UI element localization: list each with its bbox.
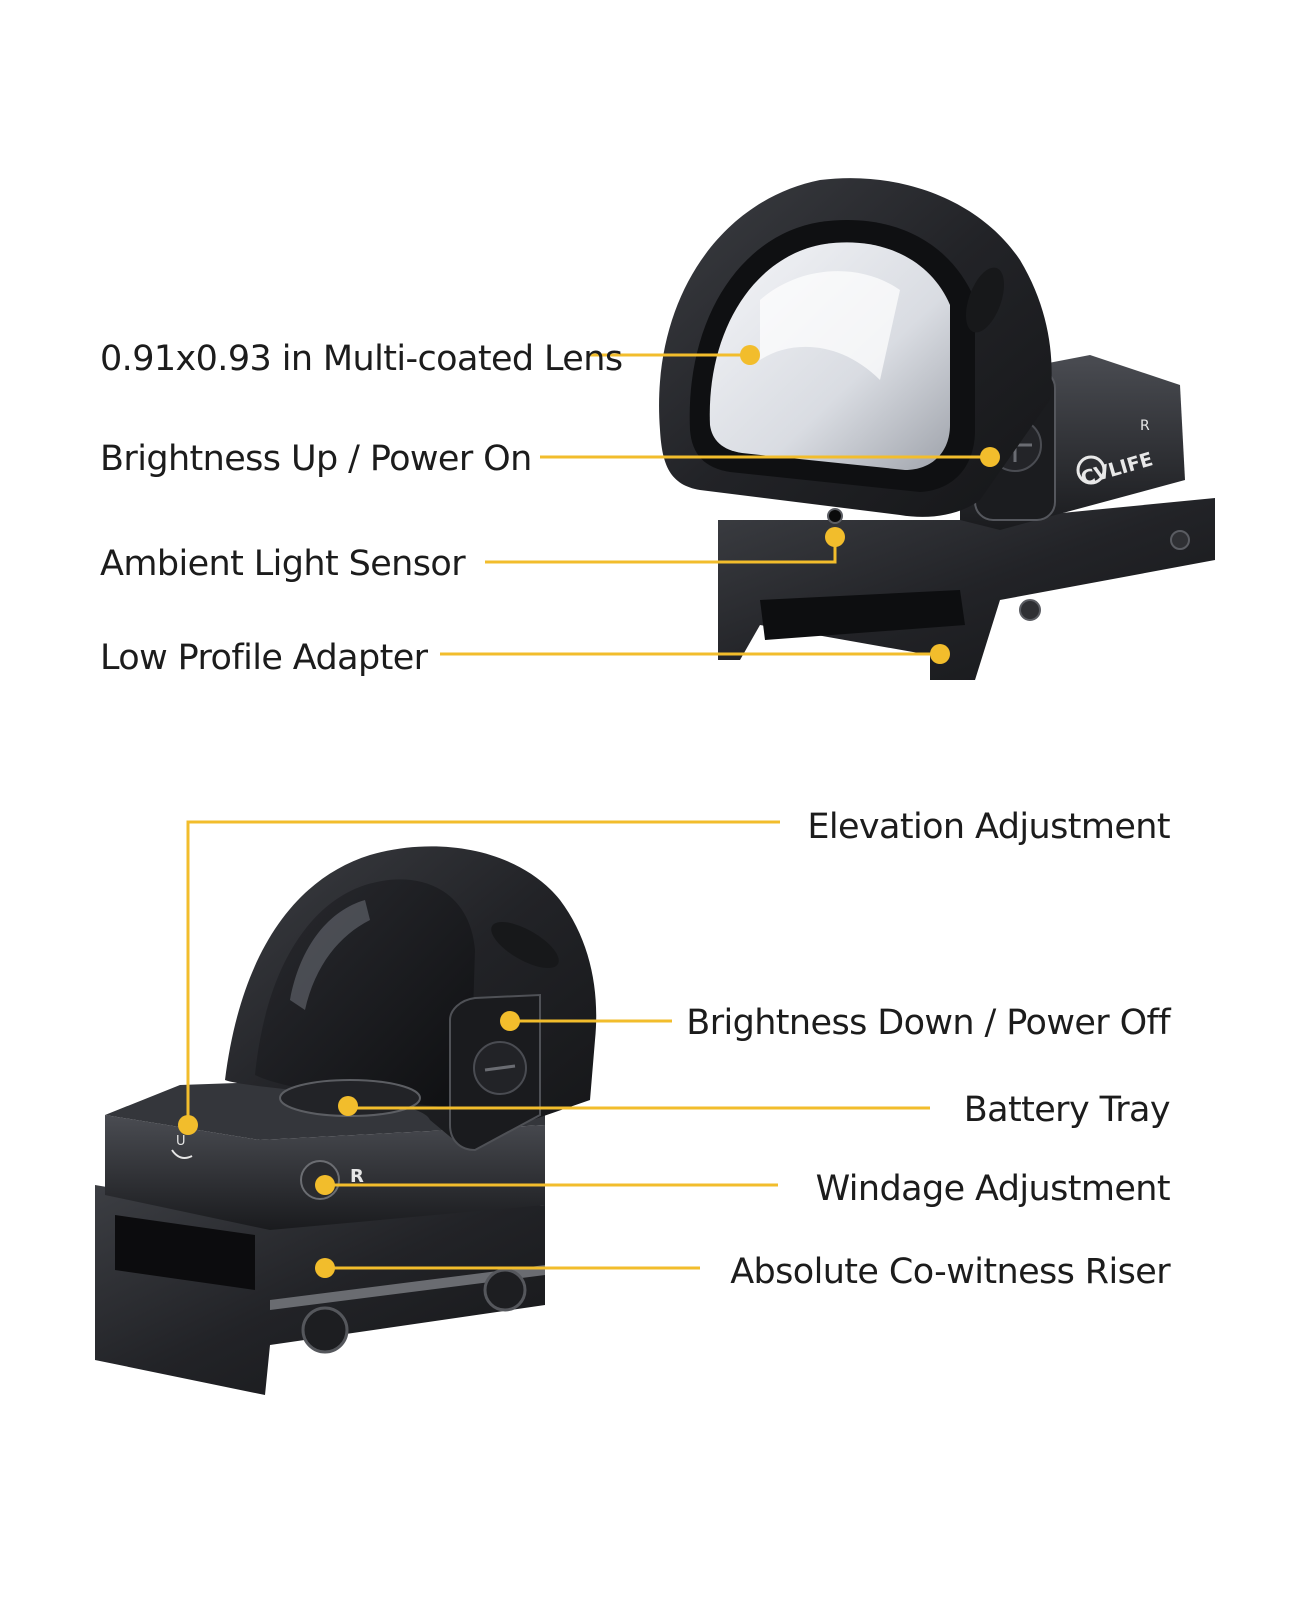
minus-line — [484, 1064, 516, 1072]
callout-label-lens: 0.91x0.93 in Multi-coated Lens — [100, 339, 623, 379]
marker-ambient — [825, 527, 845, 547]
top-rail-slot — [760, 590, 965, 640]
bottom-riser-chamfer — [270, 1265, 545, 1310]
marker-battery — [338, 1096, 358, 1116]
bottom-red-dot-sight: R U — [95, 846, 597, 1395]
elevation-mark: U — [176, 1134, 186, 1149]
marker-adapter — [930, 644, 950, 664]
bottom-lens-window — [255, 879, 475, 1110]
bottom-hood-notch — [491, 921, 559, 969]
callout-label-elevation: Elevation Adjustment — [807, 807, 1170, 847]
callout-label-ambient-sensor: Ambient Light Sensor — [100, 544, 466, 584]
bottom-riser-slot — [115, 1215, 255, 1290]
callout-label-riser: Absolute Co-witness Riser — [730, 1252, 1170, 1292]
top-rail-screw — [1170, 530, 1190, 550]
top-ambient-sensor — [827, 508, 843, 524]
marker-lens — [740, 345, 760, 365]
callout-label-low-profile-adapter: Low Profile Adapter — [100, 638, 428, 678]
marker-elevation — [178, 1115, 198, 1135]
bottom-riser-screw — [483, 1268, 527, 1312]
brand-logo-icon — [1076, 455, 1106, 485]
bottom-riser-screw — [301, 1306, 349, 1354]
top-red-dot-sight: CVLIFE R — [659, 178, 1215, 680]
leader-elevation — [186, 820, 780, 1125]
windage-mark: R — [350, 1166, 364, 1187]
top-lens-reflection — [760, 271, 900, 380]
marker-windage — [315, 1175, 335, 1195]
top-rail-screw — [1019, 599, 1041, 621]
callout-leaders — [178, 345, 1000, 1278]
callout-label-windage: Windage Adjustment — [815, 1169, 1171, 1209]
marker-bright-down — [500, 1011, 520, 1031]
top-hood-notch — [965, 267, 1005, 333]
bottom-lens-highlight — [290, 900, 370, 1010]
callout-label-brightness-down: Brightness Down / Power Off — [686, 1003, 1170, 1043]
registered-mark: R — [1140, 418, 1150, 434]
elevation-arrow-icon — [171, 1149, 193, 1159]
marker-riser — [315, 1258, 335, 1278]
callout-label-battery-tray: Battery Tray — [963, 1090, 1171, 1130]
callout-label-brightness-up: Brightness Up / Power On — [100, 439, 532, 479]
marker-bright-up — [980, 447, 1000, 467]
